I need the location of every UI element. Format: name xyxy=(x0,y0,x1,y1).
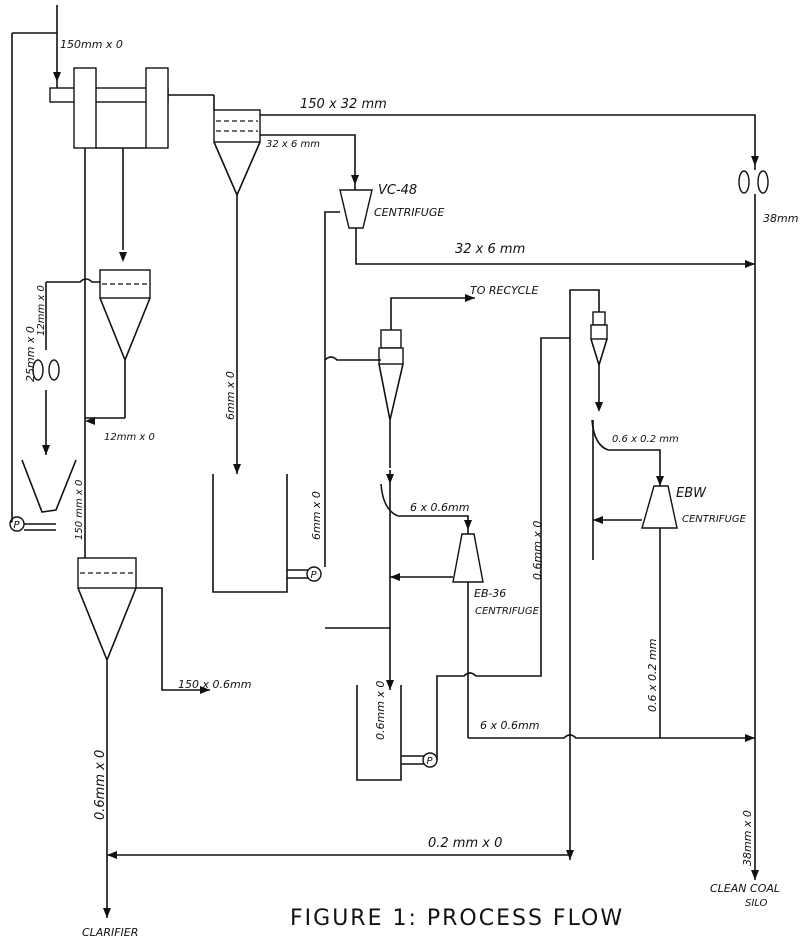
main-screen xyxy=(49,67,169,149)
label-38x0: 38mm x 0 xyxy=(741,810,754,866)
sump-6mm xyxy=(212,474,288,593)
label-6x0-6-eb: 6 x 0.6mm xyxy=(410,501,469,514)
label-32x6-screen: 32 x 6 mm xyxy=(266,139,320,150)
label-32x6-line: 32 x 6 mm xyxy=(455,242,525,257)
label-12x0-vertical: 12mm x 0 xyxy=(36,285,47,336)
label-feed-top: 150mm x 0 xyxy=(60,38,123,51)
label-vc48-centrifuge: CENTRIFUGE xyxy=(374,206,444,219)
sieve-bend-centre xyxy=(380,483,399,517)
label-0-6x0-2: 0.6 x 0.2 mm xyxy=(612,434,679,445)
label-150x0-6: 150 x 0.6mm xyxy=(178,678,251,691)
pump-sump-0-6mm: P xyxy=(401,752,438,768)
svg-text:P: P xyxy=(311,570,318,581)
label-eb36-centrifuge: CENTRIFUGE xyxy=(475,606,540,617)
figure-title: FIGURE 1: PROCESS FLOW xyxy=(290,906,624,931)
label-25x0: 25mm x 0 xyxy=(24,326,37,382)
label-clarifier: CLARIFIER xyxy=(82,926,138,939)
sump-0-6mm xyxy=(356,685,402,781)
label-38mm: 38mm xyxy=(763,212,798,225)
vc48-centrifuge xyxy=(339,189,373,229)
label-150x32: 150 x 32 mm xyxy=(300,97,387,112)
label-vc48: VC-48 xyxy=(378,183,417,198)
label-clean-coal-2: SILO xyxy=(745,898,768,909)
label-ebw: EBW xyxy=(676,486,707,501)
label-to-recycle: TO RECYCLE xyxy=(470,284,538,297)
pump-left: P xyxy=(9,516,56,532)
ebw-centrifuge xyxy=(641,485,678,529)
cyclone-right xyxy=(590,311,608,368)
label-6x0-6-lower: 6 x 0.6mm xyxy=(480,719,539,732)
pump-sump-6mm: P xyxy=(287,566,322,582)
svg-text:P: P xyxy=(14,520,21,531)
label-clean-coal-1: CLEAN COAL xyxy=(710,882,780,895)
crusher-rolls-left xyxy=(32,359,60,381)
svg-text:P: P xyxy=(427,756,434,767)
arrowheads xyxy=(42,72,759,918)
label-0-6x0-sump: 0.6mm x 0 xyxy=(374,681,387,740)
flow-lines xyxy=(10,5,756,918)
cyclone-centre xyxy=(378,329,404,421)
label-eb36: EB-36 xyxy=(474,587,506,600)
label-0-6x0-bottom: 0.6mm x 0 xyxy=(93,750,108,820)
label-6x0-vertical: 6mm x 0 xyxy=(224,371,237,420)
screen-12x0 xyxy=(99,269,151,363)
crusher-rolls-right xyxy=(738,170,769,194)
label-12x0-horizontal: 12mm x 0 xyxy=(104,432,155,443)
screen-32x6 xyxy=(213,109,261,198)
label-150x0-vertical: 150 mm x 0 xyxy=(74,480,85,540)
label-0-6x0-mid: 0.6mm x 0 xyxy=(531,521,544,580)
sieve-bend-right xyxy=(591,419,609,451)
label-0-2x0: 0.2 mm x 0 xyxy=(428,836,502,851)
label-ebw-centrifuge: CENTRIFUGE xyxy=(682,514,747,525)
label-0-6x0-2-vertical: 0.6 x 0.2 mm xyxy=(646,639,659,712)
screen-150x0-6 xyxy=(77,557,137,663)
label-6x0-left: 6mm x 0 xyxy=(310,491,323,540)
eb36-centrifuge xyxy=(452,533,484,583)
sieve-bend-left xyxy=(21,459,77,513)
